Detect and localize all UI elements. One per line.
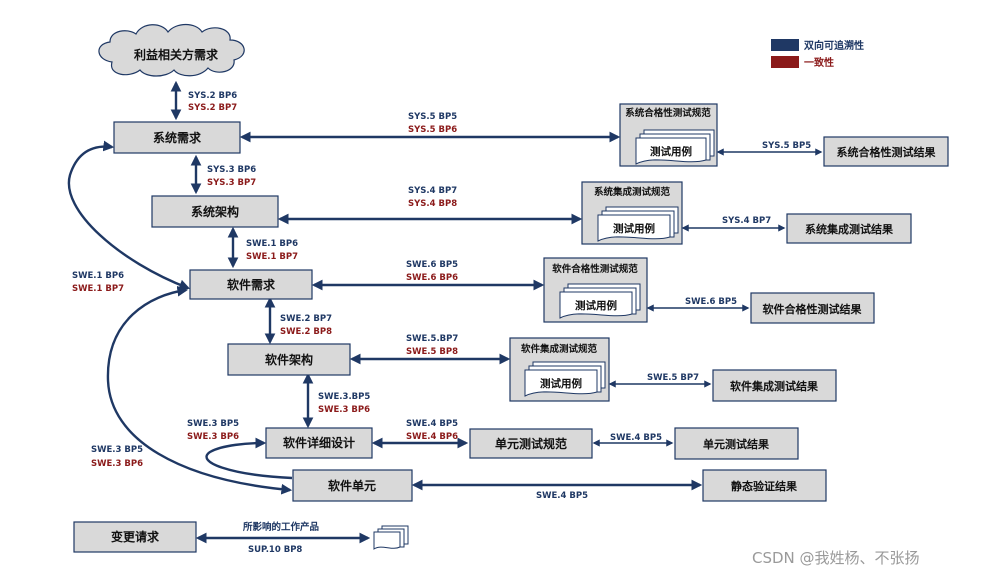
label-swe5-bp8: SWE.5 BP8 [406,347,458,357]
spec-sw-int: 软件集成测试规范 测试用例 [509,337,610,402]
label-swe3-bp6-c: SWE.3 BP6 [91,459,143,469]
change-req-label: 变更请求 [111,529,160,544]
label-swe4-bp5-a: SWE.4 BP5 [406,419,458,429]
label-swe2-bp7: SWE.2 BP7 [280,314,332,324]
label-affected-products: 所影响的工作产品 [243,521,319,533]
legend: 双向可追溯性 一致性 [771,39,864,69]
label-swe1-bp7-a: SWE.1 BP7 [246,252,298,262]
sys-int-result-label: 系统集成测试结果 [805,222,893,236]
box-unit-result: 单元测试结果 [674,427,799,460]
curve-unit-detail [205,437,293,480]
legend-consistency-swatch [771,56,799,68]
spec-sw-qual-title: 软件合格性测试规范 [552,263,638,275]
label-swe6-bp5-a: SWE.6 BP5 [406,260,458,270]
label-sys4-bp7-b: SYS.4 BP7 [722,216,771,226]
box-sw-arch: 软件架构 [227,343,351,376]
label-swe1-bp7-b: SWE.1 BP7 [72,284,124,294]
label-swe3-bp6-b: SWE.3 BP6 [187,432,239,442]
watermark: CSDN @我姓杨、不张扬 [752,549,920,567]
legend-traceability-label: 双向可追溯性 [804,39,864,52]
box-sys-int-result: 系统集成测试结果 [786,213,912,244]
label-swe4-bp5-c: SWE.4 BP5 [536,491,588,501]
sw-qual-result-label: 软件合格性测试结果 [763,302,862,316]
label-sys2-bp7: SYS.2 BP7 [188,103,237,113]
sw-int-result-label: 软件集成测试结果 [730,379,818,393]
static-result-label: 静态验证结果 [731,479,797,493]
label-swe3-bp5-c: SWE.3 BP5 [91,445,143,455]
label-swe1-bp6-b: SWE.1 BP6 [72,271,124,281]
box-sys-req: 系统需求 [113,121,241,154]
connectors [67,80,823,544]
box-change-req: 变更请求 [73,521,197,553]
label-sys2-bp6: SYS.2 BP6 [188,91,237,101]
label-swe6-bp6: SWE.6 BP6 [406,273,458,283]
label-sys5-bp5-a: SYS.5 BP5 [408,112,457,122]
label-swe4-bp5-b: SWE.4 BP5 [610,433,662,443]
legend-consistency-label: 一致性 [804,56,834,69]
label-sys5-bp5-b: SYS.5 BP5 [762,141,811,151]
label-swe5-bp7-a: SWE.5.BP7 [406,334,458,344]
box-sw-req: 软件需求 [189,269,313,300]
box-sw-int-result: 软件集成测试结果 [712,369,837,402]
label-swe3-bp5-a: SWE.3.BP5 [318,392,370,402]
label-swe5-bp7-b: SWE.5 BP7 [647,373,699,383]
spec-sys-int-title: 系统集成测试规范 [594,186,671,198]
label-sys3-bp6: SYS.3 BP6 [207,165,256,175]
box-sys-arch: 系统架构 [151,195,279,228]
test-case-sw-int: 测试用例 [540,377,582,390]
test-case-sw-qual: 测试用例 [575,299,617,312]
spec-sys-int: 系统集成测试规范 测试用例 [581,181,683,245]
label-sys5-bp6: SYS.5 BP6 [408,125,457,135]
test-case-sys-int: 测试用例 [613,222,655,235]
unit-spec-label: 单元测试规范 [495,436,567,451]
box-unit-spec: 单元测试规范 [469,428,593,459]
label-swe3-bp6-a: SWE.3 BP6 [318,405,370,415]
work-products-icon [373,525,409,550]
label-swe3-bp5-b: SWE.3 BP5 [187,419,239,429]
label-sys4-bp8: SYS.4 BP8 [408,199,457,209]
label-swe4-bp6: SWE.4 BP6 [406,432,458,442]
label-swe1-bp6-a: SWE.1 BP6 [246,239,298,249]
box-sw-qual-result: 软件合格性测试结果 [750,292,875,324]
label-sys4-bp7-a: SYS.4 BP7 [408,186,457,196]
curve-unit-swreq [106,285,293,495]
box-static-result: 静态验证结果 [702,469,827,502]
sw-unit-label: 软件单元 [328,478,376,493]
box-sw-unit: 软件单元 [292,469,413,502]
label-sys3-bp7: SYS.3 BP7 [207,178,256,188]
stakeholder-label: 利益相关方需求 [134,47,219,62]
sys-arch-label: 系统架构 [191,204,239,219]
box-sw-detail: 软件详细设计 [265,427,373,459]
curve-swreq-sysreq [67,140,191,290]
label-swe2-bp8: SWE.2 BP8 [280,327,332,337]
sw-arch-label: 软件架构 [265,352,313,367]
spec-sw-int-title: 软件集成测试规范 [521,343,598,355]
link-labels: SYS.2 BP6 SYS.2 BP7 SYS.5 BP5 SYS.5 BP6 … [72,91,811,555]
label-sup10-bp8: SUP.10 BP8 [248,545,302,555]
sw-detail-label: 软件详细设计 [283,435,355,450]
sw-req-label: 软件需求 [227,277,276,292]
label-swe6-bp5-b: SWE.6 BP5 [685,297,737,307]
spec-sys-qual-title: 系统合格性测试规范 [625,107,711,119]
test-case-sys-qual: 测试用例 [650,145,692,158]
sys-req-label: 系统需求 [153,130,202,145]
spec-sys-qual: 系统合格性测试规范 测试用例 [619,103,718,167]
stakeholder-cloud: 利益相关方需求 [98,23,245,77]
spec-sw-qual: 软件合格性测试规范 测试用例 [543,257,648,323]
unit-result-label: 单元测试结果 [703,437,769,451]
legend-traceability-swatch [771,39,799,51]
sys-qual-result-label: 系统合格性测试结果 [837,145,936,159]
box-sys-qual-result: 系统合格性测试结果 [823,136,949,167]
